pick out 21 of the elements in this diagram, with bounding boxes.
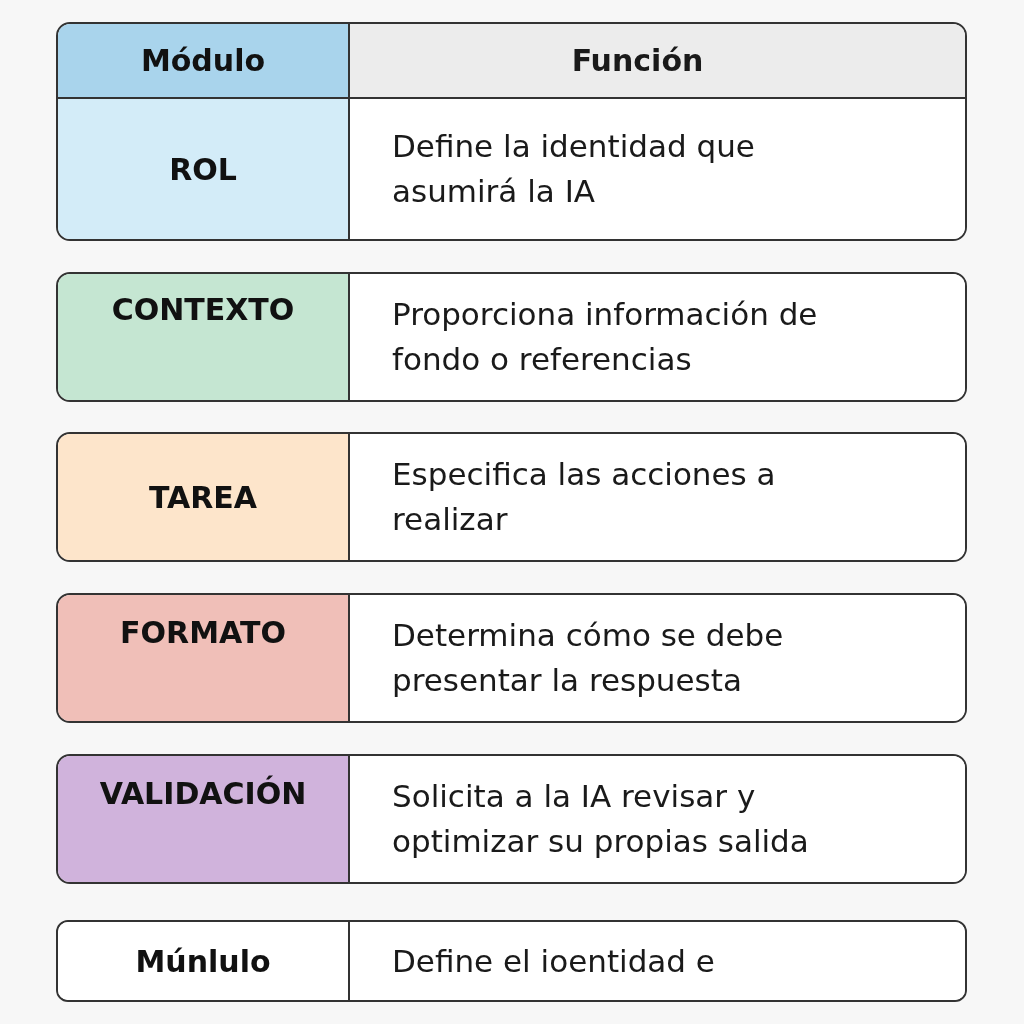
function-description: Proporciona información de fondo o referencias (392, 295, 819, 379)
function-description: Especifica las acciones a realizar (392, 455, 777, 539)
table-row (56, 432, 967, 562)
module-name: FORMATO (120, 615, 286, 650)
module-name: VALIDACIÓN (99, 776, 307, 811)
module-name: CONTEXTO (111, 292, 295, 327)
table-row (56, 272, 967, 402)
function-description: Solicita a la IA revisar y optimizar su propias salida (392, 777, 810, 861)
table-row (56, 754, 967, 884)
function-description: Define la identidad que asumirá la IA (392, 127, 756, 211)
module-name: Múnlulo (135, 943, 271, 979)
module-name: ROL (169, 151, 237, 187)
module-name: TAREA (148, 479, 258, 515)
table-row (56, 593, 967, 723)
table-row (56, 97, 967, 241)
function-description: Define el ioentidad e (392, 941, 715, 981)
column-header: Módulo (140, 43, 266, 78)
function-description: Determina cómo se debe presentar la respuesta (392, 616, 785, 700)
column-header: Función (571, 41, 704, 80)
table-row (56, 920, 967, 1002)
table-row (56, 22, 967, 99)
